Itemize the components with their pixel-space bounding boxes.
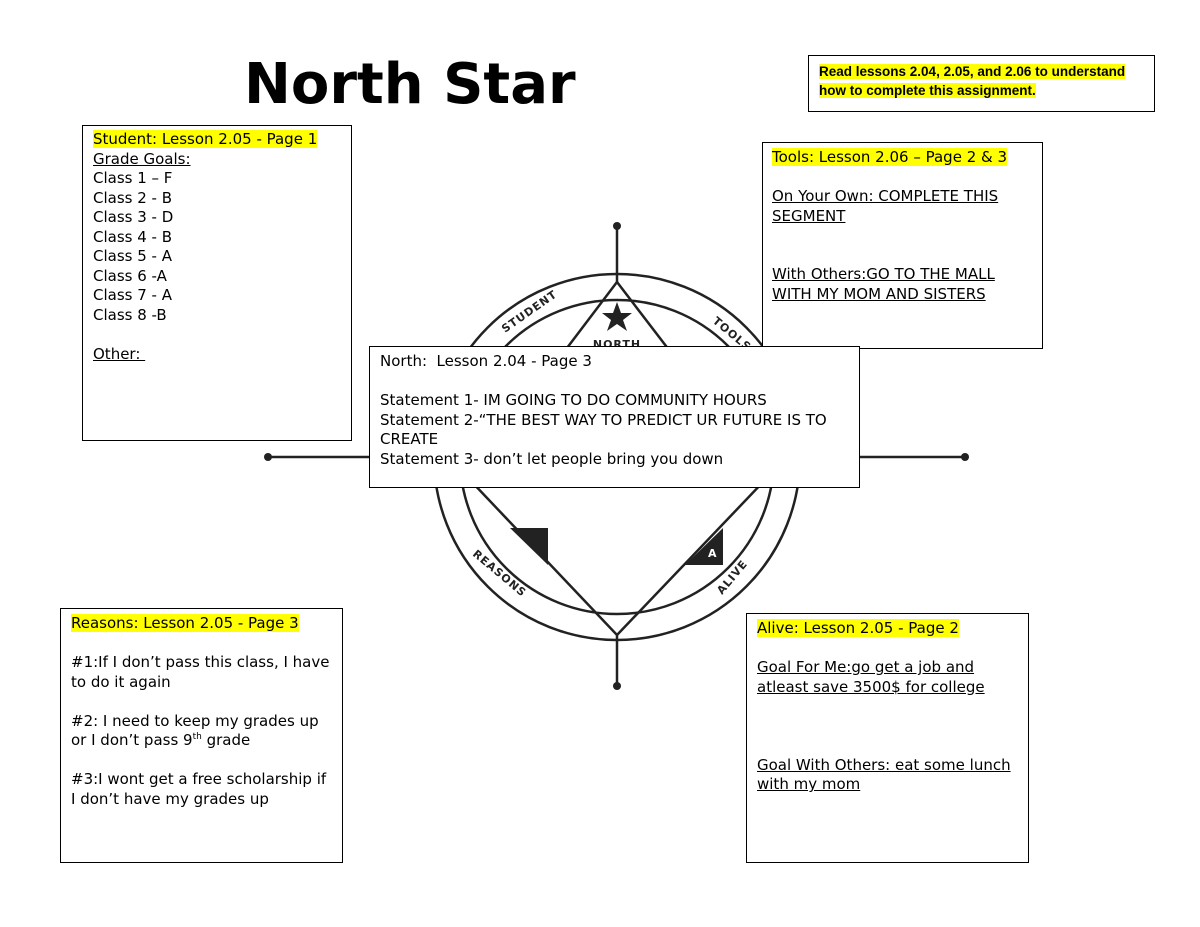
reasons-badge-shape <box>510 528 548 565</box>
reasons-badge: R <box>521 547 530 560</box>
reason-2: #2: I need to keep my grades up or I don… <box>71 711 319 750</box>
class-goal: Class 3 - D <box>93 208 174 226</box>
alive-goal-me: Goal For Me:go get a job and atleast sav… <box>757 658 985 696</box>
instructions-text: Read lessons 2.04, 2.05, and 2.06 to und… <box>819 64 1126 98</box>
tools-with-others: With Others:GO TO THE MALL WITH MY MOM A… <box>772 265 995 303</box>
page-title: North Star <box>244 52 576 117</box>
tools-on-your-own: On Your Own: COMPLETE THIS SEGMENT <box>772 187 999 225</box>
north-box[interactable]: North: Lesson 2.04 - Page 3 Statement 1-… <box>369 346 860 488</box>
grade-goals-label: Grade Goals: <box>93 149 191 168</box>
reasons-heading: Reasons: Lesson 2.05 - Page 3 <box>71 614 299 632</box>
student-box[interactable]: Student: Lesson 2.05 - Page 1 Grade Goal… <box>82 125 352 441</box>
star-icon <box>602 302 632 331</box>
alive-goal-others: Goal With Others: eat some lunch with my… <box>757 755 1011 794</box>
north-statement-3: Statement 3- don’t let people bring you … <box>380 449 724 468</box>
tools-box[interactable]: Tools: Lesson 2.06 – Page 2 & 3 On Your … <box>762 142 1043 349</box>
class-goal: Class 8 -B <box>93 305 167 324</box>
north-heading: North: Lesson 2.04 - Page 3 <box>380 352 592 370</box>
class-goal: Class 1 – F <box>93 169 173 187</box>
class-goal: Class 6 -A <box>93 266 167 285</box>
class-goal: Class 4 - B <box>93 227 173 246</box>
alive-box[interactable]: Alive: Lesson 2.05 - Page 2 Goal For Me:… <box>746 613 1029 863</box>
other-label: Other: <box>93 344 146 363</box>
reason-3: #3:I wont get a free scholarship if I do… <box>71 770 327 808</box>
class-goal: Class 7 - A <box>93 286 172 304</box>
alive-badge-shape <box>685 528 723 565</box>
alive-badge: A <box>708 547 717 560</box>
north-statement-1: Statement 1- IM GOING TO DO COMMUNITY HO… <box>380 391 767 409</box>
reasons-box[interactable]: Reasons: Lesson 2.05 - Page 3 #1:If I do… <box>60 608 343 863</box>
class-goal: Class 5 - A <box>93 247 172 265</box>
reason-1: #1:If I don’t pass this class, I have to… <box>71 653 330 691</box>
instructions-box: Read lessons 2.04, 2.05, and 2.06 to und… <box>808 55 1155 112</box>
north-statement-2: Statement 2-“THE BEST WAY TO PREDICT UR … <box>380 410 827 449</box>
student-heading: Student: Lesson 2.05 - Page 1 <box>93 130 318 148</box>
tools-heading: Tools: Lesson 2.06 – Page 2 & 3 <box>772 148 1008 166</box>
alive-heading: Alive: Lesson 2.05 - Page 2 <box>757 619 959 637</box>
class-goal: Class 2 - B <box>93 188 173 207</box>
